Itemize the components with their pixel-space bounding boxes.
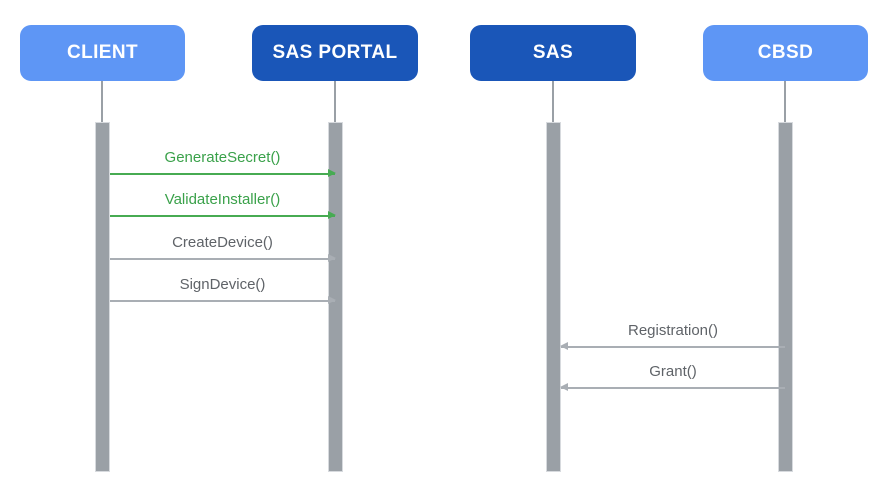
message-line [110,215,335,217]
message-validate-installer[interactable]: ValidateInstaller() [110,191,336,219]
participant-sas[interactable]: SAS [470,25,636,81]
lifeline-sas-portal [334,81,336,122]
message-line [561,387,785,389]
activation-bar-sas [546,122,561,472]
message-registration-label: Registration() [627,322,719,339]
message-registration[interactable]: Registration() [560,322,785,350]
participant-sas-label: SAS [532,42,574,63]
participant-sas-portal-label: SAS PORTAL [272,42,398,63]
message-generate-secret-label: GenerateSecret() [164,149,281,166]
message-create-device-label: CreateDevice() [172,234,273,251]
arrowhead-left-icon [560,383,568,391]
activation-bar-cbsd [778,122,793,472]
message-line [110,258,335,260]
message-generate-secret[interactable]: GenerateSecret() [110,149,336,177]
message-grant-label: Grant() [649,363,697,380]
participant-client[interactable]: CLIENT [20,25,185,81]
message-grant[interactable]: Grant() [560,363,785,391]
message-line [561,346,785,348]
lifeline-client [101,81,103,122]
message-create-device[interactable]: CreateDevice() [110,234,336,262]
message-validate-installer-label: ValidateInstaller() [164,191,281,208]
message-line [110,300,335,302]
arrowhead-right-icon [328,254,336,262]
message-line [110,173,335,175]
message-sign-device-label: SignDevice() [179,276,266,293]
message-sign-device[interactable]: SignDevice() [110,276,336,304]
lifeline-cbsd [784,81,786,122]
lifeline-sas [552,81,554,122]
arrowhead-right-icon [328,169,336,177]
activation-bar-client [95,122,110,472]
participant-cbsd-label: CBSD [757,42,814,63]
participant-sas-portal[interactable]: SAS PORTAL [252,25,418,81]
participant-client-label: CLIENT [66,42,138,63]
participant-cbsd[interactable]: CBSD [703,25,868,81]
arrowhead-right-icon [328,296,336,304]
arrowhead-right-icon [328,211,336,219]
arrowhead-left-icon [560,342,568,350]
